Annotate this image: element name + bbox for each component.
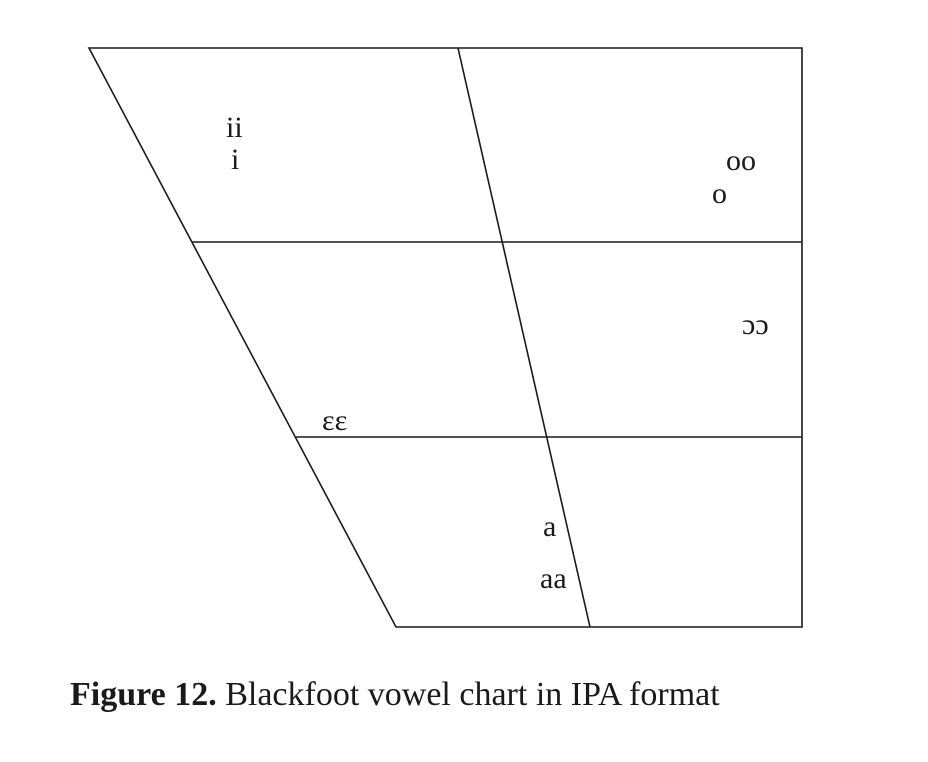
vowel-chart: ii i oo o ɔɔ ɛɛ a aa: [87, 47, 803, 628]
central-line: [457, 47, 591, 628]
vowel-ii: ii: [226, 111, 243, 144]
figure-caption: Figure 12. Blackfoot vowel chart in IPA …: [70, 676, 720, 714]
vowel-open-o-long: ɔɔ: [742, 308, 769, 341]
figure-label: Figure 12.: [70, 676, 217, 713]
vowel-aa: aa: [540, 562, 567, 595]
figure-caption-text: Blackfoot vowel chart in IPA format: [225, 676, 720, 713]
vowel-oo: oo: [726, 144, 756, 177]
vowel-epsilon-long: ɛɛ: [322, 404, 347, 437]
vowel-o: o: [712, 177, 727, 210]
chart-outline: [87, 47, 803, 628]
vowel-i: i: [231, 143, 239, 176]
vowel-a: a: [543, 510, 556, 543]
